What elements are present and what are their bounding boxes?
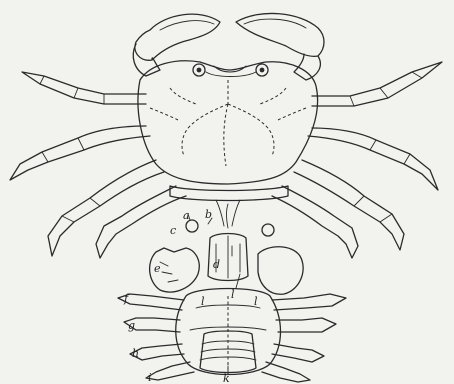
- left-claw-finger: [160, 21, 214, 30]
- label-d: d: [213, 258, 220, 271]
- posterior-margin: [170, 186, 288, 201]
- ventral-right-eye-icon: [262, 224, 274, 236]
- rostrum: [214, 66, 246, 72]
- ventral-right-leg-1: [272, 294, 346, 310]
- ventral-right-leg-2: [276, 318, 336, 332]
- ventral-left-leg-i: [146, 362, 194, 380]
- label-h: h: [132, 347, 139, 360]
- carapace-region-lines: [150, 80, 306, 166]
- carapace: [138, 61, 318, 184]
- label-a: a: [183, 209, 190, 222]
- right-leg-1: [312, 62, 442, 106]
- dorsal-view: [10, 13, 442, 258]
- left-claw: [135, 14, 220, 60]
- frontal-margin: [206, 72, 256, 77]
- left-eye-pupil-icon: [197, 68, 202, 73]
- label-l-right: l: [254, 295, 258, 308]
- label-k: k: [223, 372, 230, 384]
- mouthparts-detail: [216, 236, 240, 278]
- right-eye-pupil-icon: [260, 68, 265, 73]
- label-g: g: [128, 319, 135, 332]
- label-b: b: [205, 208, 212, 221]
- right-claw-finger: [244, 19, 306, 28]
- right-leg-2: [308, 128, 438, 190]
- label-i: i: [148, 371, 152, 384]
- ventral-left-claw-teeth: [160, 262, 178, 282]
- label-l-left: l: [201, 295, 205, 308]
- left-leg-1-joints: [40, 76, 104, 104]
- antennae: [216, 200, 240, 228]
- label-l-center: l: [231, 288, 235, 301]
- label-e: e: [154, 262, 161, 275]
- label-c: c: [170, 224, 176, 237]
- right-leg-1-joints: [350, 72, 422, 106]
- left-leg-1: [22, 72, 146, 104]
- right-leg-3: [294, 160, 404, 250]
- ventral-right-claw: [258, 247, 303, 295]
- left-leg-3: [48, 160, 164, 256]
- ventral-right-leg-3: [272, 344, 324, 362]
